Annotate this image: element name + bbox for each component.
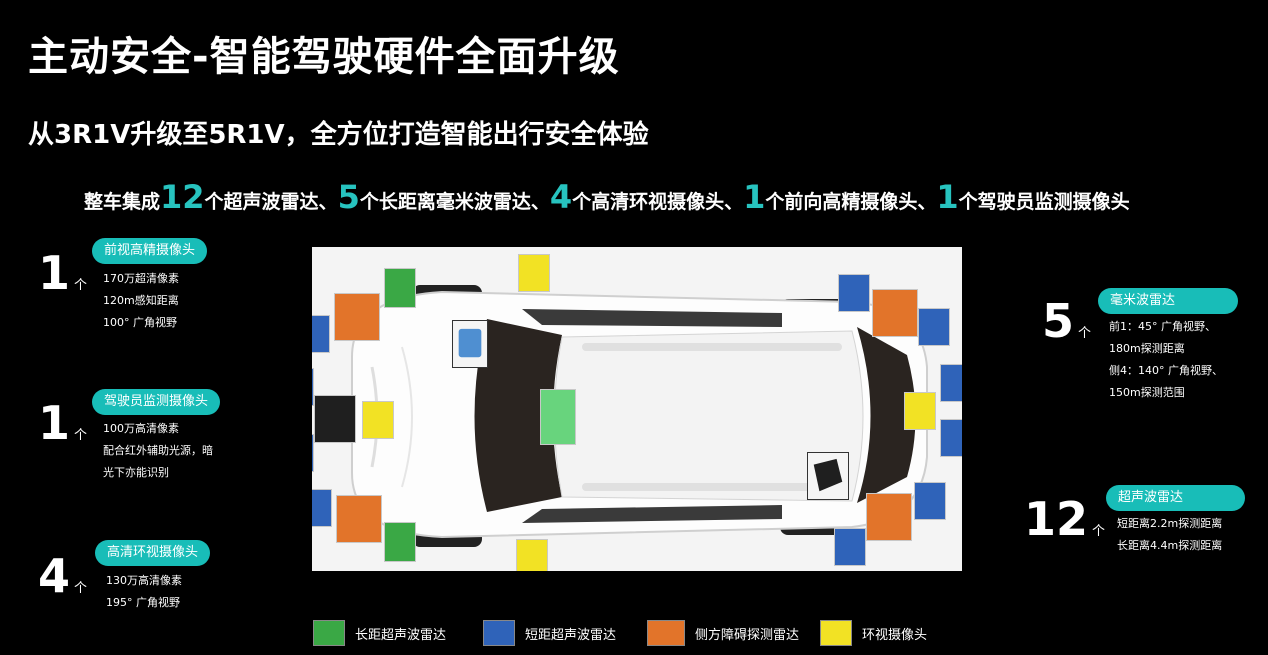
summary-num: 1 — [936, 178, 959, 216]
page-subtitle: 从3R1V升级至5R1V，全方位打造智能出行安全体验 — [28, 120, 649, 150]
driver-camera-specs: 100万高清像素配合红外辅助光源，暗光下亦能识别 — [103, 422, 213, 479]
front-camera-label: 前视高精摄像头 — [92, 238, 208, 264]
summary-num: 5 — [337, 178, 360, 216]
front-camera-icon — [452, 320, 488, 368]
summary-prefix: 整车集成 — [84, 191, 161, 213]
short-range-ultrasonic-radar-icon — [940, 419, 962, 457]
short-range-ultrasonic-radar-icon — [312, 434, 314, 472]
short-range-ultrasonic-radar-icon — [312, 489, 332, 527]
short-range-ultrasonic-radar-icon — [834, 528, 866, 566]
mmwave-radar-specs: 前1：45° 广角视野、180m探测距离侧4：140° 广角视野、150m探测范… — [1109, 320, 1223, 399]
long-range-ultrasonic-radar-icon — [313, 620, 345, 646]
side-obstacle-radar-icon — [872, 289, 918, 337]
surround-camera-icon — [362, 401, 394, 439]
legend-label: 环视摄像头 — [862, 627, 928, 643]
summary-num: 1 — [743, 178, 766, 216]
short-range-ultrasonic-radar-icon — [940, 364, 962, 402]
legend-item: 侧方障碍探测雷达 — [647, 620, 799, 646]
summary-text: 个超声波雷达、 — [204, 191, 338, 213]
surround-camera-label: 高清环视摄像头 — [95, 540, 211, 566]
short-range-ultrasonic-radar-icon — [483, 620, 515, 646]
surround-camera-icon — [904, 392, 936, 430]
car-top-view — [312, 247, 962, 571]
side-obstacle-radar-icon — [336, 495, 382, 543]
hardware-summary: 整车集成12个超声波雷达、5个长距离毫米波雷达、4个高清环视摄像头、1个前向高精… — [84, 178, 1130, 216]
short-range-ultrasonic-radar-icon — [838, 274, 870, 312]
mmwave-radar-label: 毫米波雷达 — [1098, 288, 1238, 314]
legend-item: 长距超声波雷达 — [313, 620, 446, 646]
car-body-illustration — [351, 285, 928, 547]
page-title: 主动安全-智能驾驶硬件全面升级 — [28, 34, 620, 80]
ultrasonic-radar-specs: 短距离2.2m探测距离长距离4.4m探测距离 — [1117, 517, 1223, 552]
summary-num: 12 — [160, 178, 205, 216]
short-range-ultrasonic-radar-icon — [312, 368, 314, 406]
long-range-ultrasonic-radar-icon — [384, 522, 416, 562]
driver-camera-label: 驾驶员监测摄像头 — [92, 389, 221, 415]
legend-item: 环视摄像头 — [820, 620, 927, 646]
mmwave-radar-icon — [807, 452, 849, 500]
short-range-ultrasonic-radar-icon — [312, 315, 330, 353]
legend-item: 短距超声波雷达 — [483, 620, 616, 646]
summary-text: 个长距离毫米波雷达、 — [359, 191, 550, 213]
surround-camera-icon — [516, 539, 548, 571]
side-obstacle-radar-icon — [334, 293, 380, 341]
legend-label: 侧方障碍探测雷达 — [695, 627, 800, 643]
summary-text: 个高清环视摄像头、 — [572, 191, 744, 213]
long-range-ultrasonic-radar-icon — [384, 268, 416, 308]
driver-monitoring-camera-icon — [314, 395, 356, 443]
side-obstacle-radar-icon — [647, 620, 685, 646]
surround-camera-icon — [518, 254, 550, 292]
legend-label: 长距超声波雷达 — [355, 627, 447, 643]
summary-text: 个驾驶员监测摄像头 — [958, 191, 1130, 213]
surround-camera-icon — [820, 620, 852, 646]
summary-num: 4 — [549, 178, 573, 216]
mmwave-radar-icon — [540, 389, 576, 445]
side-obstacle-radar-icon — [866, 493, 912, 541]
short-range-ultrasonic-radar-icon — [914, 482, 946, 520]
short-range-ultrasonic-radar-icon — [918, 308, 950, 346]
legend-label: 短距超声波雷达 — [525, 627, 617, 643]
ultrasonic-radar-label: 超声波雷达 — [1106, 485, 1245, 511]
summary-text: 个前向高精摄像头、 — [765, 191, 937, 213]
